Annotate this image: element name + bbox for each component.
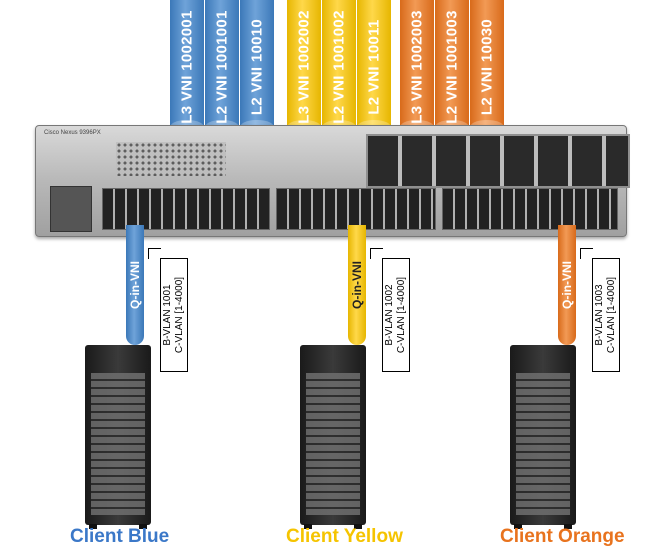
port-bank — [102, 188, 270, 230]
management-ports — [50, 186, 92, 232]
uplink-ports — [366, 134, 630, 188]
vni-cylinder: L2 VNI 1001001 — [205, 0, 239, 134]
vni-label: L3 VNI 1002001 — [178, 10, 196, 124]
connector-bracket — [370, 248, 383, 259]
b-vlan-label: B-VLAN 1001 — [162, 284, 173, 346]
client-label: Client Blue — [70, 526, 170, 547]
vni-label: L2 VNI 10010 — [248, 18, 266, 116]
q-in-vni-pipe: Q-in-VNI — [126, 225, 144, 345]
client-label: Client Yellow — [286, 526, 403, 547]
port-bank — [276, 188, 436, 230]
c-vlan-label: C-VLAN [1-4000] — [606, 276, 617, 354]
vni-label: L2 VNI 10011 — [365, 19, 383, 115]
c-vlan-label: C-VLAN [1-4000] — [396, 276, 407, 354]
q-in-vni-pipe: Q-in-VNI — [558, 225, 576, 345]
vni-label: L2 VNI 10030 — [478, 18, 496, 116]
vni-cylinder: L2 VNI 1001003 — [435, 0, 469, 134]
connector-bracket — [580, 248, 593, 259]
vni-cylinder: L2 VNI 1001002 — [322, 0, 356, 134]
b-vlan-label: B-VLAN 1003 — [594, 284, 605, 346]
server-rack — [300, 345, 366, 529]
vni-cylinder: L3 VNI 1002002 — [287, 0, 321, 134]
vni-label: L3 VNI 1002003 — [408, 10, 426, 124]
vni-cylinder: L2 VNI 10010 — [240, 0, 274, 134]
c-vlan-label: C-VLAN [1-4000] — [174, 276, 185, 354]
vni-label: L2 VNI 1001003 — [443, 10, 461, 124]
pipe-label: Q-in-VNI — [128, 261, 142, 309]
connector-bracket — [148, 248, 161, 259]
vni-cylinder: L3 VNI 1002003 — [400, 0, 434, 134]
server-rack — [85, 345, 151, 529]
vni-cylinder: L2 VNI 10030 — [470, 0, 504, 134]
network-switch: Cisco Nexus 9396PX — [35, 125, 630, 237]
vni-label: L3 VNI 1002002 — [295, 10, 313, 124]
switch-vent — [116, 142, 226, 176]
switch-brand-label: Cisco Nexus 9396PX — [44, 130, 101, 136]
pipe-label: Q-in-VNI — [350, 261, 364, 309]
client-label: Client Orange — [500, 526, 625, 547]
port-bank — [442, 188, 618, 230]
q-in-vni-pipe: Q-in-VNI — [348, 225, 366, 345]
vni-label: L2 VNI 1001001 — [213, 10, 231, 124]
vni-cylinder: L3 VNI 1002001 — [170, 0, 204, 134]
vni-label: L2 VNI 1001002 — [330, 10, 348, 124]
pipe-label: Q-in-VNI — [560, 261, 574, 309]
vni-cylinder: L2 VNI 10011 — [357, 0, 391, 134]
b-vlan-label: B-VLAN 1002 — [384, 284, 395, 346]
server-rack — [510, 345, 576, 529]
